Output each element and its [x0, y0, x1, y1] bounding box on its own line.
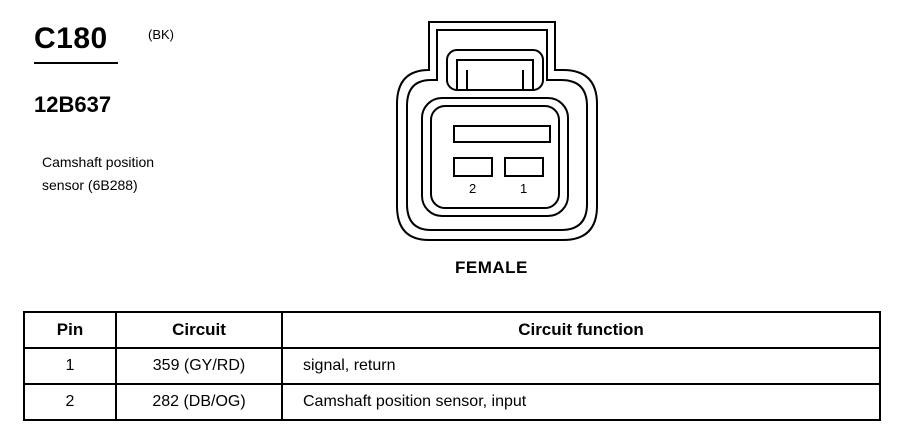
pin-cavity-1 [504, 157, 544, 177]
table-header-row: Pin Circuit Circuit function [23, 311, 881, 349]
cell-pin: 2 [23, 383, 117, 421]
pin-label-1: 1 [520, 181, 527, 196]
connector-key-slot [453, 125, 551, 143]
connector-gender-label: FEMALE [455, 258, 528, 277]
connector-id-underline [34, 62, 118, 64]
cell-pin: 1 [23, 347, 117, 385]
connector-face-diagram: 2 1 [396, 21, 598, 241]
header-circuit-function: Circuit function [281, 311, 881, 349]
connector-latch-inner [456, 59, 534, 91]
cell-circuit-function: Camshaft position sensor, input [281, 383, 881, 421]
cell-circuit-function: signal, return [281, 347, 881, 385]
pin-function-table: Pin Circuit Circuit function 1 359 (GY/R… [23, 311, 881, 421]
connector-housing-outer [396, 21, 598, 241]
table-row: 2 282 (DB/OG) Camshaft position sensor, … [23, 383, 881, 421]
connector-face-inner [430, 105, 560, 209]
connector-description-line-1: Camshaft position [42, 154, 155, 170]
header-circuit: Circuit [115, 311, 283, 349]
pin-cavity-2 [453, 157, 493, 177]
connector-latch [446, 49, 544, 91]
connector-face [421, 97, 569, 217]
cell-circuit: 359 (GY/RD) [115, 347, 283, 385]
header-pin: Pin [23, 311, 117, 349]
part-number: 12B637 [34, 92, 112, 117]
connector-description-line-2: sensor (6B288) [42, 177, 138, 193]
connector-id: C180 [34, 22, 108, 55]
connector-housing-inner [406, 29, 588, 231]
connector-color-code: (BK) [148, 27, 174, 42]
table-row: 1 359 (GY/RD) signal, return [23, 347, 881, 385]
cell-circuit: 282 (DB/OG) [115, 383, 283, 421]
pin-label-2: 2 [469, 181, 476, 196]
